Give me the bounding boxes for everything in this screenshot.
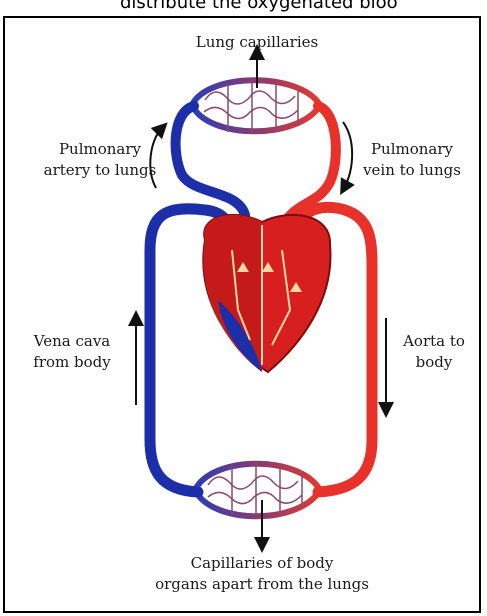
lung-capillary-bed	[192, 80, 320, 134]
pulmonary-artery-arrow	[150, 128, 162, 188]
label-vena-cava-line2: from body	[33, 353, 111, 371]
label-pulmonary-artery-line2: artery to lungs	[44, 161, 157, 179]
label-aorta-line2: body	[416, 353, 453, 371]
label-pulmonary-vein-line1: Pulmonary	[371, 140, 454, 158]
body-capillary-bed	[195, 462, 320, 516]
label-pulmonary-artery-line1: Pulmonary	[59, 140, 142, 158]
label-aorta-line1: Aorta to	[402, 332, 465, 350]
pulmonary-vein-arrow	[343, 122, 352, 188]
label-body-capillaries-line1: Capillaries of body	[191, 554, 334, 572]
label-vena-cava-line1: Vena cava	[33, 332, 111, 350]
label-lung-capillaries: Lung capillaries	[196, 33, 318, 51]
heart	[203, 215, 330, 372]
label-body-capillaries-line2: organs apart from the lungs	[155, 575, 369, 593]
label-pulmonary-vein-line2: vein to lungs	[362, 161, 461, 179]
